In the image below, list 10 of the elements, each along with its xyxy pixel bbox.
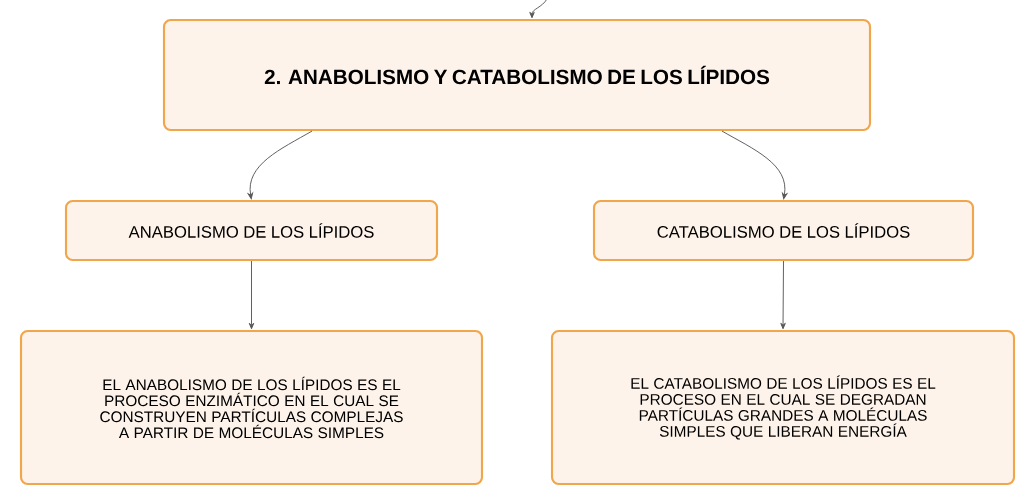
description-box: EL CATABOLISMO DE LOS LÍPIDOS ES EL PROCESO EN EL CUAL SE DEGRADAN PARTÍCULAS GRANDES A MOLÉCULAS SIMPLES QUE LIBERAN ENERGÍA (550, 329, 1016, 486)
arrow (721, 130, 788, 200)
topic-box: ANABOLISMO DE LOS LÍPIDOS (64, 199, 439, 262)
arrow (780, 260, 786, 330)
topic-box: CATABOLISMO DE LOS LÍPIDOS (592, 199, 975, 262)
arrow (529, 0, 548, 19)
title-box: 2. ANABOLISMO Y CATABOLISMO DE LOS LÍPIDOS (162, 18, 872, 132)
arrow (247, 130, 313, 200)
description-box: EL ANABOLISMO DE LOS LÍPIDOS ES EL PROCESO ENZIMÁTICO EN EL CUAL SE CONSTRUYEN PARTÍCULAS COMPLEJAS A PARTIR DE MOLÉCULAS SIMPLES (19, 329, 484, 486)
arrow (248, 260, 255, 330)
